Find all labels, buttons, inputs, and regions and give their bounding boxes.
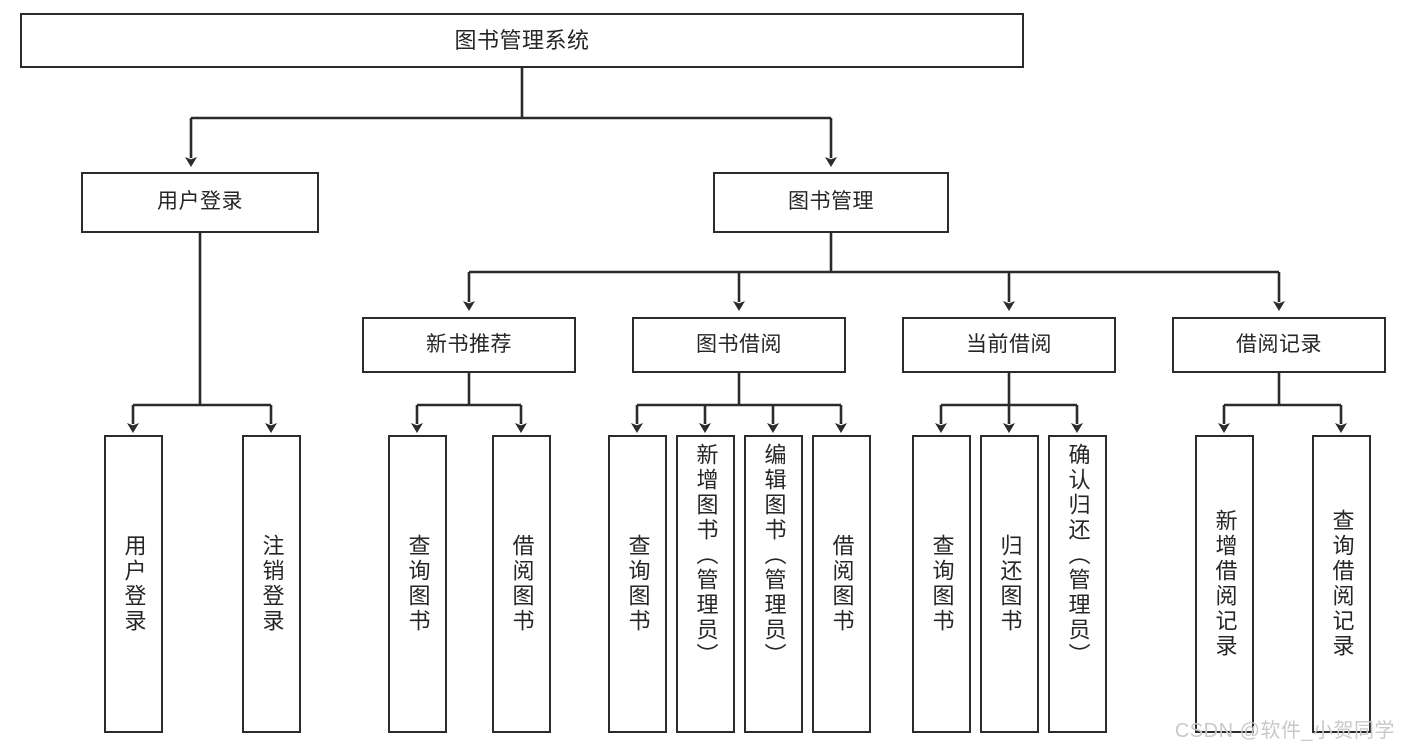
leaf-query-borrow-record[interactable]: 查询借阅记录 bbox=[1312, 435, 1371, 733]
node-label: 新增图书（管理员） bbox=[693, 443, 719, 668]
node-label: 查询图书 bbox=[929, 534, 955, 634]
leaf-confirm-return-admin[interactable]: 确认归还（管理员） bbox=[1048, 435, 1107, 733]
node-label: 查询借阅记录 bbox=[1329, 509, 1355, 659]
leaf-query-book-recommend[interactable]: 查询图书 bbox=[388, 435, 447, 733]
csdn-watermark: CSDN @软件_小贺同学 bbox=[1174, 720, 1395, 742]
leaf-return-book[interactable]: 归还图书 bbox=[980, 435, 1039, 733]
node-label: 用户登录 bbox=[157, 190, 243, 214]
node-label: 新增借阅记录 bbox=[1212, 509, 1238, 659]
leaf-logout-login[interactable]: 注销登录 bbox=[242, 435, 301, 733]
node-label: 查询图书 bbox=[405, 534, 431, 634]
node-user-login[interactable]: 用户登录 bbox=[81, 172, 319, 233]
node-label: 注销登录 bbox=[259, 534, 285, 634]
node-label: 借阅记录 bbox=[1236, 332, 1322, 356]
leaf-borrow-book-recommend[interactable]: 借阅图书 bbox=[492, 435, 551, 733]
node-new-book-recommend[interactable]: 新书推荐 bbox=[362, 317, 576, 373]
node-label: 用户登录 bbox=[121, 534, 147, 634]
node-label: 图书借阅 bbox=[696, 332, 782, 356]
node-current-borrow[interactable]: 当前借阅 bbox=[902, 317, 1116, 373]
node-label: 确认归还（管理员） bbox=[1065, 443, 1091, 668]
node-book-management[interactable]: 图书管理 bbox=[713, 172, 949, 233]
node-label: 借阅图书 bbox=[829, 534, 855, 634]
node-label: 新书推荐 bbox=[426, 332, 512, 356]
leaf-query-book-borrow[interactable]: 查询图书 bbox=[608, 435, 667, 733]
leaf-query-book-current[interactable]: 查询图书 bbox=[912, 435, 971, 733]
leaf-add-book-admin[interactable]: 新增图书（管理员） bbox=[676, 435, 735, 733]
node-label: 图书管理 bbox=[788, 190, 874, 214]
leaf-borrow-book[interactable]: 借阅图书 bbox=[812, 435, 871, 733]
node-label: 编辑图书（管理员） bbox=[761, 443, 787, 668]
leaf-edit-book-admin[interactable]: 编辑图书（管理员） bbox=[744, 435, 803, 733]
node-label: 当前借阅 bbox=[966, 332, 1052, 356]
node-label: 查询图书 bbox=[625, 534, 651, 634]
node-root-book-management-system[interactable]: 图书管理系统 bbox=[20, 13, 1024, 68]
node-book-borrow[interactable]: 图书借阅 bbox=[632, 317, 846, 373]
node-label: 图书管理系统 bbox=[454, 27, 590, 53]
node-label: 借阅图书 bbox=[509, 534, 535, 634]
node-borrow-record[interactable]: 借阅记录 bbox=[1172, 317, 1386, 373]
leaf-user-login[interactable]: 用户登录 bbox=[104, 435, 163, 733]
node-label: 归还图书 bbox=[997, 534, 1023, 634]
leaf-add-borrow-record[interactable]: 新增借阅记录 bbox=[1195, 435, 1254, 733]
